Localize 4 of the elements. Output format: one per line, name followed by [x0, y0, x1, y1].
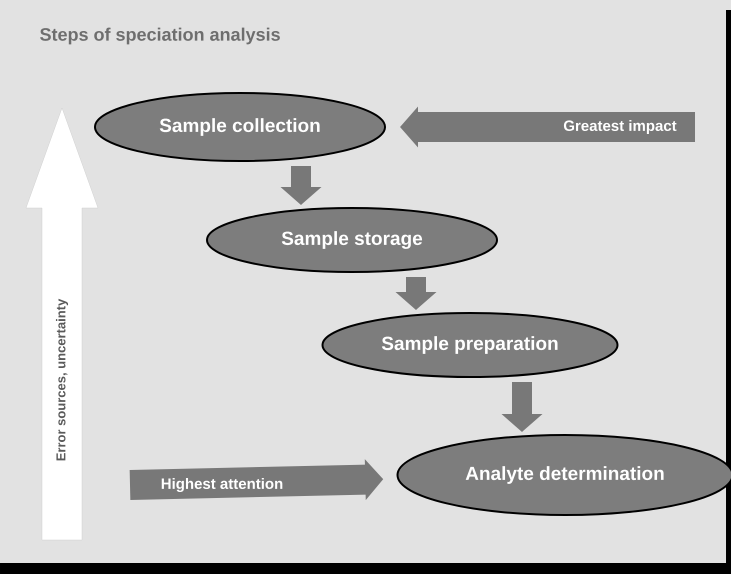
edge-label: Highest attention	[160, 476, 284, 494]
edge-label: Greatest impact	[562, 119, 678, 135]
title: Steps of speciation analysis	[40, 28, 280, 44]
axis-label: Error sources, uncertainty	[56, 298, 68, 460]
